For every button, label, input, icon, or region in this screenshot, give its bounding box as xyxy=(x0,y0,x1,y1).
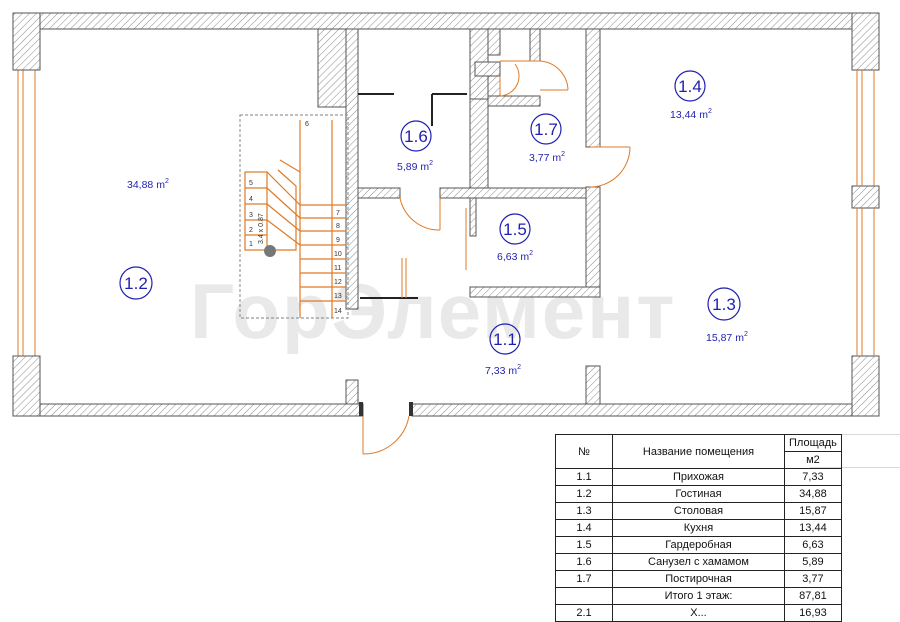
interior-walls xyxy=(317,28,601,405)
svg-text:5: 5 xyxy=(249,180,253,187)
svg-text:3,77 m2: 3,77 m2 xyxy=(529,151,565,164)
svg-text:7: 7 xyxy=(336,210,340,217)
svg-text:2: 2 xyxy=(249,227,253,234)
room-label-1.5: 1.5 6,63 m2 xyxy=(497,213,533,263)
svg-text:9: 9 xyxy=(336,237,340,244)
windows xyxy=(13,69,875,357)
svg-text:14: 14 xyxy=(334,308,342,315)
svg-text:10: 10 xyxy=(334,251,342,258)
svg-text:1.3: 1.3 xyxy=(712,295,736,314)
svg-text:11: 11 xyxy=(334,265,341,272)
exterior-walls xyxy=(12,12,880,417)
shower-partitions xyxy=(358,93,467,299)
svg-text:1.6: 1.6 xyxy=(404,127,428,146)
svg-text:6,63 m2: 6,63 m2 xyxy=(497,250,533,263)
doors xyxy=(362,60,631,455)
svg-text:4: 4 xyxy=(249,196,253,203)
sheet-gridline xyxy=(810,434,900,435)
table-total-row: Итого 1 этаж:87,81 xyxy=(555,587,842,605)
header-name: Название помещения xyxy=(612,434,785,469)
svg-text:1.7: 1.7 xyxy=(534,120,558,139)
table-header-row: м2 xyxy=(556,451,842,469)
svg-text:1.5: 1.5 xyxy=(503,220,527,239)
svg-text:1: 1 xyxy=(249,241,253,248)
svg-text:3: 3 xyxy=(249,212,253,219)
svg-text:6: 6 xyxy=(305,121,309,128)
room-label-1.1: 1.1 7,33 m2 xyxy=(485,323,521,377)
svg-text:5,89 m2: 5,89 m2 xyxy=(397,160,433,173)
room-label-1.4: 1.4 13,44 m2 xyxy=(670,70,712,121)
header-area-unit: м2 xyxy=(784,451,842,469)
header-num: № xyxy=(555,434,613,469)
door-jambs xyxy=(359,402,413,416)
table-header-row: № Название помещения Площадь xyxy=(555,434,842,469)
svg-text:34,88 m2: 34,88 m2 xyxy=(127,178,169,191)
svg-text:12: 12 xyxy=(334,279,342,286)
svg-text:8: 8 xyxy=(336,223,340,230)
staircase xyxy=(239,114,349,319)
sheet-gridline xyxy=(810,467,900,468)
header-area: Площадь xyxy=(784,434,842,452)
room-label-1.2: 1.2 34,88 m2 xyxy=(119,178,169,300)
svg-text:1.1: 1.1 xyxy=(493,330,517,349)
room-label-1.7: 1.7 3,77 m2 xyxy=(529,113,565,164)
svg-text:1.2: 1.2 xyxy=(124,274,148,293)
room-label-1.6: 1.6 5,89 m2 xyxy=(397,120,433,173)
stair-step-numbers: 5 4 3 2 1 7 8 9 10 11 12 13 14 6 xyxy=(249,121,342,315)
svg-text:13: 13 xyxy=(334,293,342,300)
stair-label: 3.4 x 0.87 xyxy=(258,213,265,244)
room-label-1.3: 1.3 15,87 m2 xyxy=(706,287,748,344)
svg-text:1.4: 1.4 xyxy=(678,77,702,96)
watermark: ГорЭлемент xyxy=(190,267,676,355)
svg-text:7,33 m2: 7,33 m2 xyxy=(485,364,521,377)
svg-text:15,87 m2: 15,87 m2 xyxy=(706,331,748,344)
stair-start-marker xyxy=(264,245,276,257)
svg-text:13,44 m2: 13,44 m2 xyxy=(670,108,712,121)
